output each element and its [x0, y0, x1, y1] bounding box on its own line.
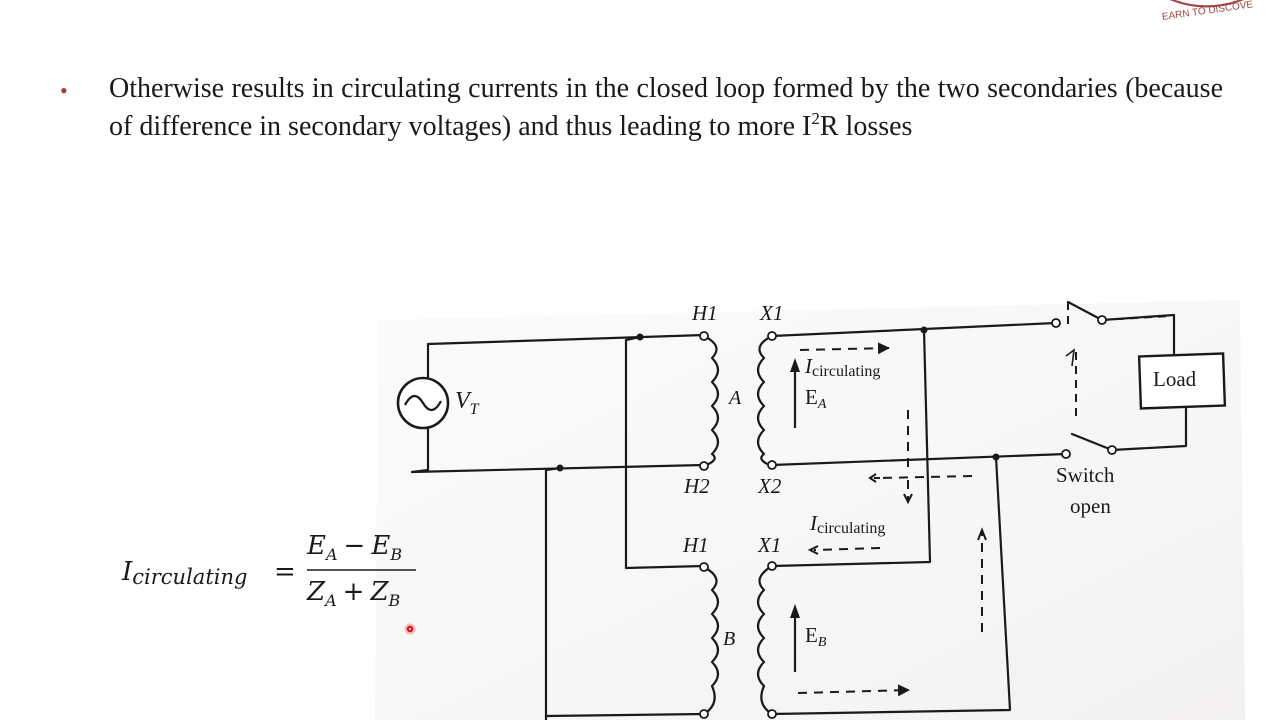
circuit-diagram: VT H1 X1 H2 X2 A EA Icirculating H1 X1 B…	[375, 300, 1245, 720]
load-bottom-wire	[1110, 404, 1188, 452]
xfmr-b-secondary-coil	[756, 564, 774, 716]
load-label: Load	[1153, 367, 1197, 391]
terminal-a-h1	[699, 331, 709, 341]
bullet-text: Otherwise results in circulating current…	[109, 70, 1223, 146]
bullet-text-main: Otherwise results in circulating current…	[109, 73, 1223, 142]
label-b-h1: H1	[682, 533, 709, 557]
junction-secondary-bottom	[992, 453, 1000, 461]
formula-equals: =	[274, 557, 296, 587]
bullet-marker: •	[60, 78, 68, 103]
xfmr-a-x1-wire	[770, 321, 1058, 338]
label-emf-a: EA	[805, 385, 827, 412]
xfmr-b-x1-wire	[770, 328, 932, 568]
xfmr-a-primary-coil	[702, 334, 720, 468]
b-h2-bottom-wire	[544, 712, 706, 718]
formula-numerator: EA−EB	[306, 531, 402, 564]
arrowhead-left-middle	[868, 473, 880, 483]
bullet-superscript: 2	[811, 109, 820, 128]
laser-pointer-icon	[404, 623, 416, 635]
circulating-current-formula: Icirculating = EA−EB ZA+ZB	[121, 531, 416, 610]
primary-top-wire	[426, 333, 706, 390]
label-current-b: Icirculating	[809, 511, 885, 537]
arrowhead-left-b	[807, 545, 819, 555]
switch-blade-bottom	[1070, 432, 1114, 452]
switch-handle	[1065, 348, 1076, 367]
institution-logo: EARN TO DISCOVE	[1161, 0, 1254, 23]
xfmr-a-x2-wire	[770, 452, 1068, 467]
label-current-a: Icirculating	[804, 354, 880, 380]
junction-top	[636, 333, 644, 341]
terminal-b-x1	[767, 561, 777, 571]
switch-linkage	[1067, 302, 1171, 420]
junction-bottom	[556, 464, 564, 472]
logo-motto: EARN TO DISCOVE	[1161, 0, 1254, 23]
label-b-x1: X1	[757, 533, 781, 557]
current-arrow-b-bottom	[797, 684, 911, 697]
b-h1-wire	[624, 335, 706, 570]
label-emf-b: EB	[805, 623, 827, 650]
sine-wave-icon	[404, 394, 442, 412]
source-label: VT	[455, 388, 480, 418]
arrowhead-up-right	[977, 527, 987, 541]
switch-blade-top	[1066, 300, 1104, 322]
b-h2-wire	[544, 466, 562, 720]
xfmr-a-secondary-coil	[756, 334, 774, 468]
switch-label: Switch	[1056, 463, 1115, 487]
switch-contact-4	[1107, 445, 1117, 455]
switch-contact-2	[1097, 315, 1107, 325]
arrowhead-down	[903, 493, 913, 505]
label-core-b: B	[723, 628, 735, 650]
emf-b-arrowhead	[790, 604, 800, 618]
switch-contact-3	[1061, 449, 1071, 459]
switch-state-label: open	[1070, 494, 1111, 518]
label-core-a: A	[727, 387, 742, 409]
label-a-x1: X1	[759, 301, 783, 325]
formula-lhs: Icirculating	[121, 557, 247, 589]
photo-background	[375, 300, 1245, 720]
terminal-b-h2	[699, 709, 709, 719]
current-arrow-b-top	[813, 547, 881, 551]
terminal-a-h2	[699, 461, 709, 471]
label-a-h1: H1	[691, 301, 718, 325]
terminal-a-x1	[767, 331, 777, 341]
terminal-b-h1	[699, 562, 709, 572]
bullet-text-tail: R losses	[819, 111, 913, 142]
junction-secondary-top	[920, 326, 928, 334]
label-a-h2: H2	[683, 474, 710, 498]
terminal-a-x2	[767, 460, 777, 470]
load-box	[1137, 352, 1227, 410]
xfmr-b-primary-coil	[702, 565, 720, 716]
emf-a-arrowhead	[790, 358, 800, 372]
switch-contact-1	[1051, 318, 1061, 328]
label-a-x2: X2	[757, 474, 782, 498]
formula-denominator: ZA+ZB	[306, 577, 401, 610]
load-top-wire	[1100, 313, 1176, 358]
xfmr-b-x2-wire	[770, 455, 1012, 716]
terminal-b-x2	[767, 709, 777, 719]
